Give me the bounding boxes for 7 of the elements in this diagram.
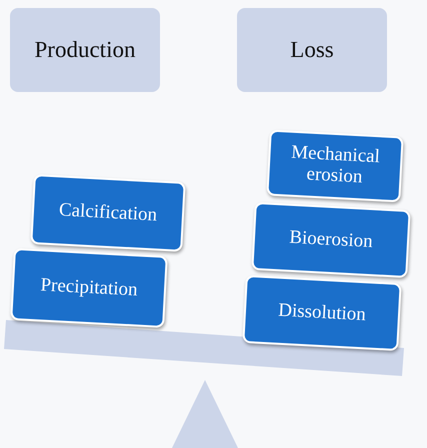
heading-box: Production <box>10 8 160 92</box>
process-box: Dissolution <box>242 274 402 352</box>
process-box: Bioerosion <box>251 202 411 278</box>
heading-box: Loss <box>237 8 387 92</box>
process-box: Calcification <box>30 174 186 252</box>
process-box: Mechanical erosion <box>266 130 404 202</box>
process-box: Precipitation <box>10 248 168 328</box>
